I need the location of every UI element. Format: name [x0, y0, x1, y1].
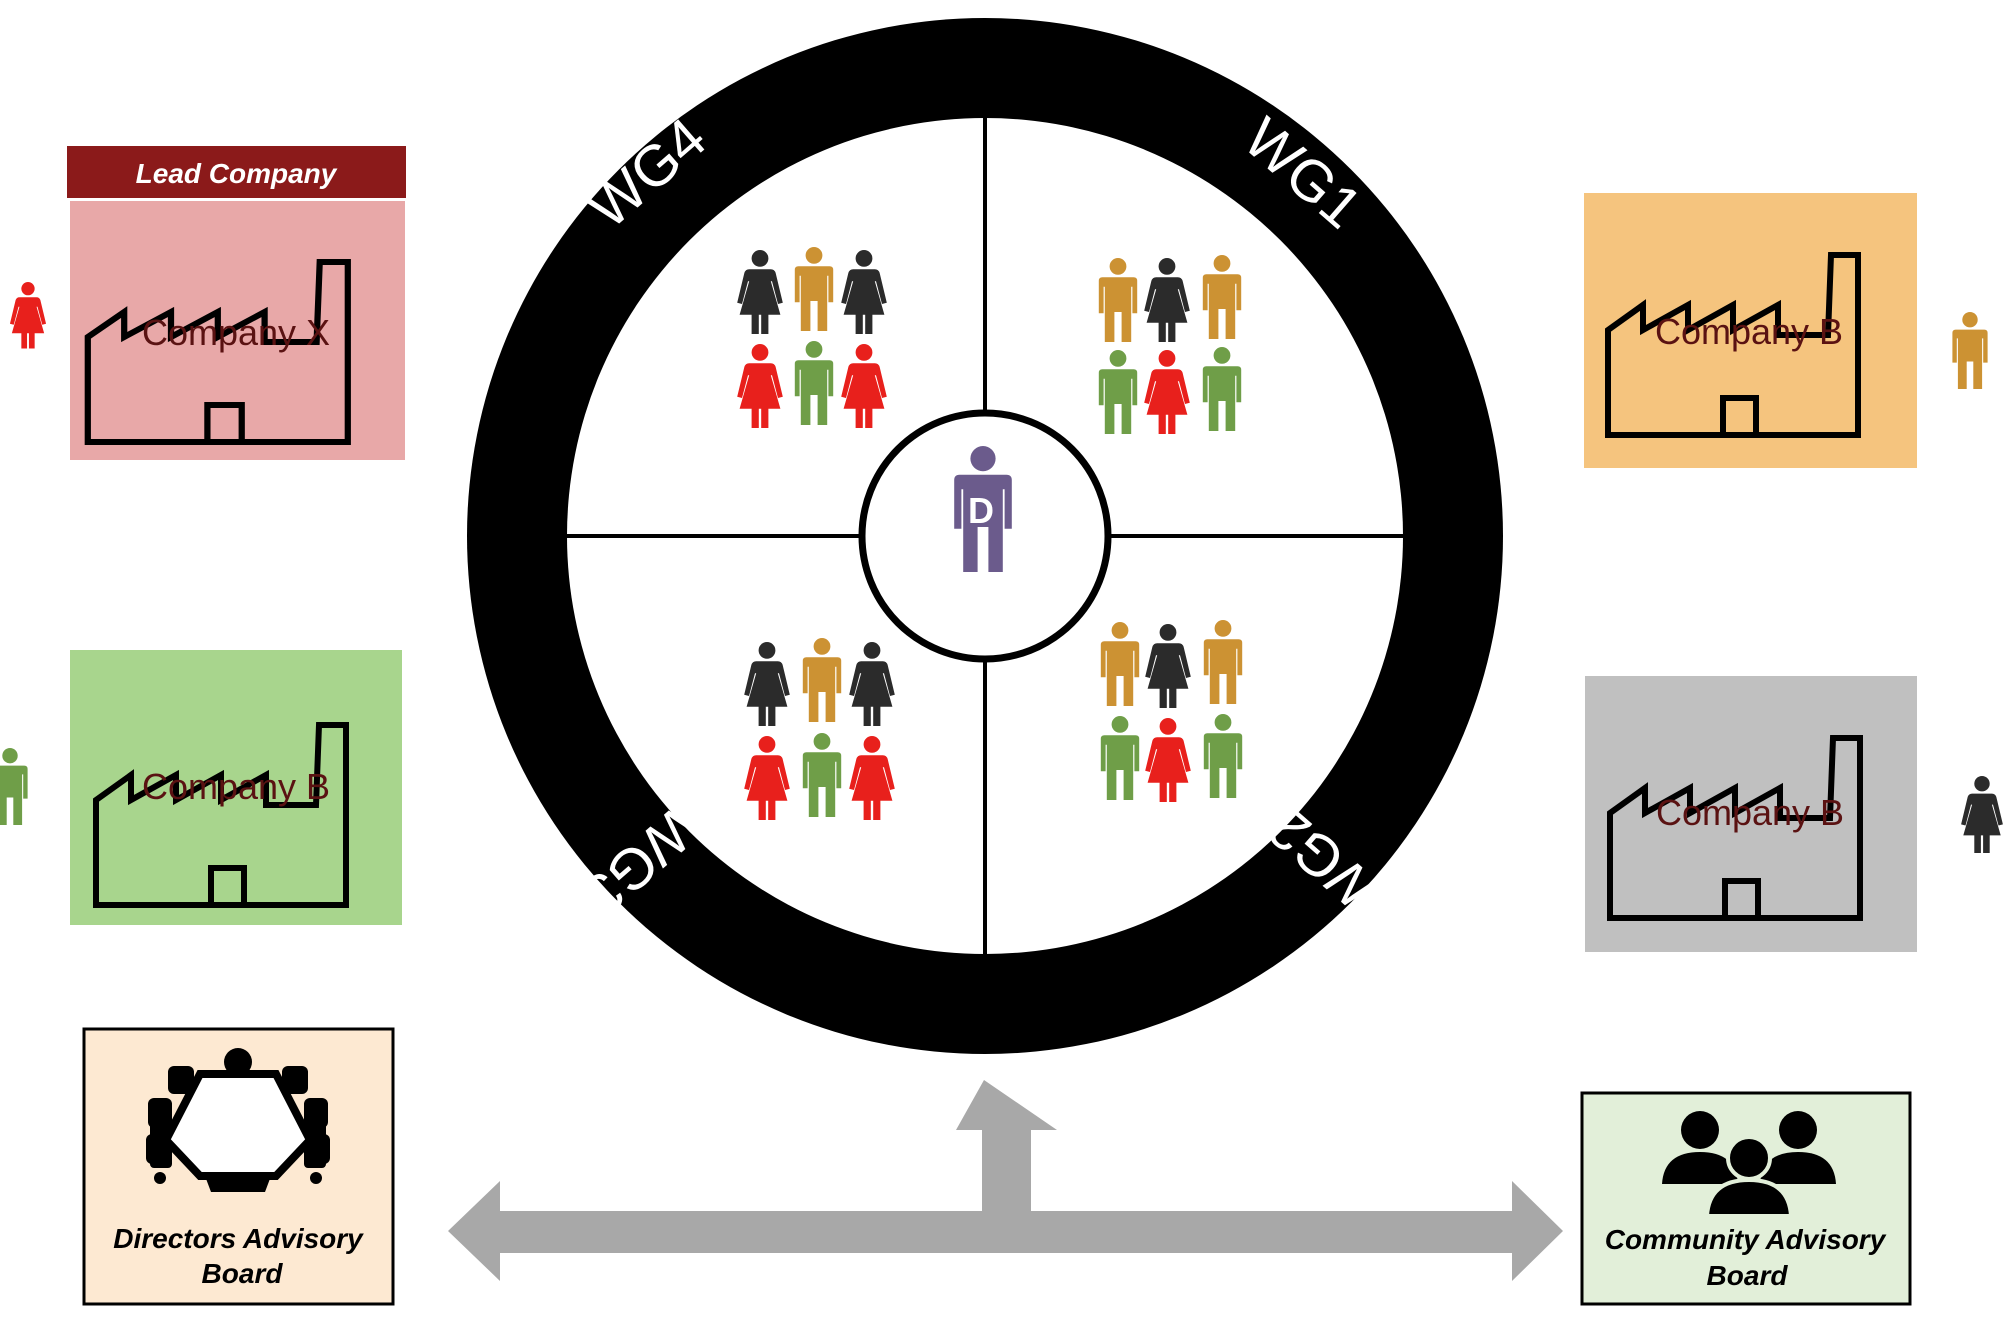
lead-company-card: Lead Company Company X: [67, 146, 406, 460]
company-b-orange-representative-male-person-icon: [1952, 312, 1988, 389]
company-b-gray-card: Company B: [1585, 676, 1917, 952]
directors-board-label-line2: Board: [202, 1258, 284, 1289]
company-b-green-card: Company B: [70, 650, 402, 925]
double-headed-arrow: [448, 1181, 1563, 1281]
company-b-gray-name: Company B: [1656, 792, 1844, 833]
connection-arrows: [448, 1080, 1563, 1281]
company-b-green-name: Company B: [142, 766, 330, 807]
directors-advisory-board: Directors Advisory Board: [82, 1027, 395, 1306]
community-board-label-line2: Board: [1707, 1260, 1789, 1291]
company-b-orange-name: Company B: [1655, 311, 1843, 352]
working-group-wheel: D WG4 WG1 WG2 WG3: [467, 18, 1503, 1054]
company-x-name: Company X: [142, 312, 330, 353]
lead-company-banner: [67, 146, 406, 198]
conference-table-icon: [146, 1048, 330, 1192]
company-b-green-representative-male-person-icon: [0, 748, 28, 825]
community-advisory-board: Community Advisory Board: [1580, 1091, 1912, 1306]
lead-company-banner-text: Lead Company: [136, 158, 338, 189]
director-badge: D: [968, 490, 994, 531]
group-icon: [1662, 1111, 1836, 1218]
company-x-representative-female-person-icon: [9, 282, 47, 349]
up-arrow: [956, 1080, 1057, 1211]
company-b-orange-card: Company B: [1584, 193, 1917, 468]
directors-board-label-line1: Directors Advisory: [113, 1223, 364, 1254]
community-board-label-line1: Community Advisory: [1605, 1224, 1887, 1255]
company-b-gray-representative-female-person-icon: [1961, 776, 2003, 853]
director-hub: [858, 409, 1112, 663]
